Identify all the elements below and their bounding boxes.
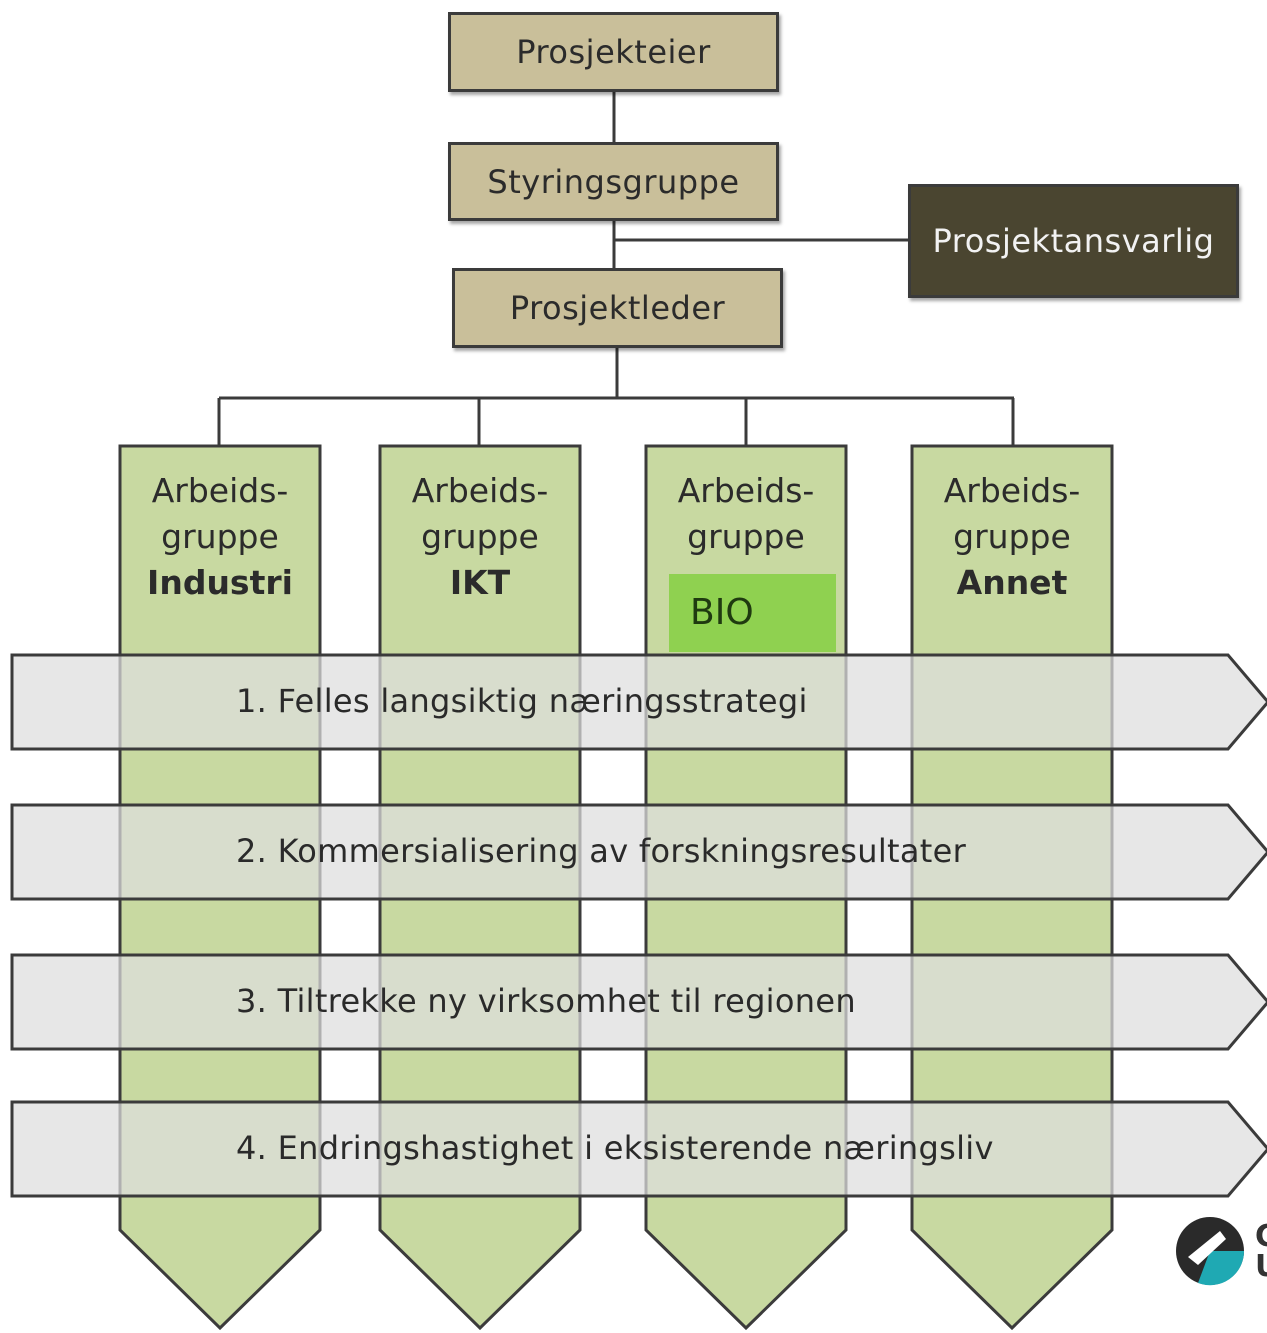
project-owner-label: Prosjekteier [516,33,711,71]
project-responsible-box: Prosjektansvarlig [908,184,1239,298]
workgroup-line2: gruppe [421,517,539,556]
band-arrow-4 [10,1100,1267,1198]
logo-letter: U [1255,1252,1267,1282]
logo-icon [1176,1217,1245,1286]
workgroup-line1: Arbeids- [943,471,1081,510]
band-arrow-1 [10,653,1267,751]
workgroup-line2: gruppe [953,517,1071,556]
workgroup-label-industri: Arbeids- gruppe Industri [120,468,320,606]
workgroup-name: Annet [956,563,1068,602]
workgroup-line1: Arbeids- [411,471,549,510]
band-label-3: 3. Tiltrekke ny virksomhet til regionen [236,982,856,1020]
workgroup-line1: Arbeids- [677,471,815,510]
workgroup-label-ikt: Arbeids- gruppe IKT [380,468,580,606]
steering-group-box: Styringsgruppe [448,142,779,221]
band-label-4: 4. Endringshastighet i eksisterende næri… [236,1129,994,1167]
workgroup-line2: gruppe [161,517,279,556]
project-responsible-label: Prosjektansvarlig [932,222,1215,260]
logo-letter: C [1255,1219,1267,1254]
band-arrow-3 [10,953,1267,1051]
workgroup-name: Industri [147,563,293,602]
workgroup-line1: Arbeids- [151,471,289,510]
connector-lines [217,92,1015,446]
project-leader-box: Prosjektleder [452,268,783,348]
bio-overlay-label: BIO [669,574,836,652]
project-leader-label: Prosjektleder [509,289,726,327]
band-arrow-2 [10,803,1267,901]
band-label-2: 2. Kommersialisering av forskningsresult… [236,832,967,870]
band-label-1: 1. Felles langsiktig næringsstrategi [236,682,808,720]
workgroup-label-annet: Arbeids- gruppe Annet [912,468,1112,606]
workgroup-name: IKT [449,563,511,602]
project-owner-box: Prosjekteier [448,12,779,92]
steering-group-label: Styringsgruppe [487,162,740,201]
workgroup-line2: gruppe [687,517,805,556]
logo-letters: C U [1255,1222,1267,1282]
workgroup-label-bio: Arbeids- gruppe [646,468,846,560]
